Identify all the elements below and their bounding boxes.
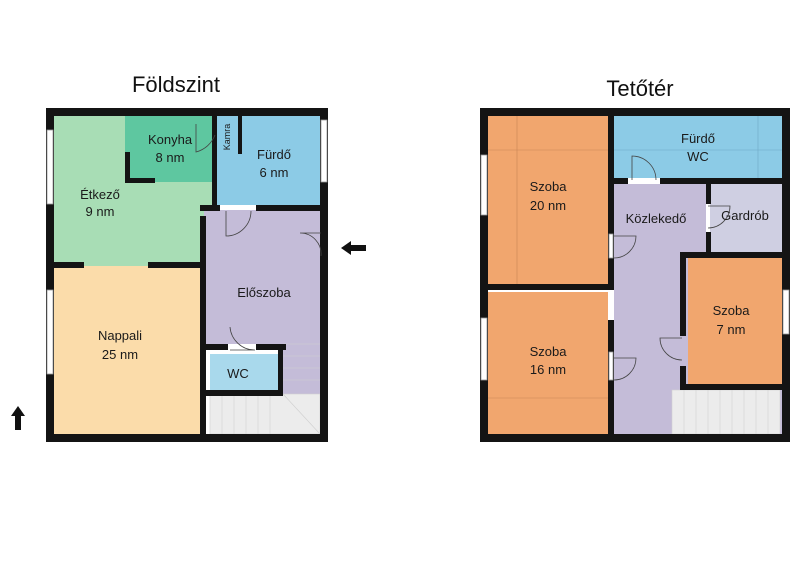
door-opening [608,233,614,259]
bedroom-3-name: Szoba [530,344,568,359]
hall-name: Előszoba [237,285,291,300]
living-room-area: 25 nm [102,347,138,362]
door [613,235,637,259]
attic-bathroom-fill[interactable] [614,116,782,178]
kitchen-area: 8 nm [156,150,185,165]
hall-fill[interactable] [204,210,320,344]
door [225,210,252,237]
attic-plan: Fürdő WC Szoba 20 nm Közlekedő Gardrób S… [480,108,790,442]
door [707,205,731,229]
ground-stairs [209,343,321,435]
wardrobe-name: Gardrób [721,208,769,223]
window [46,289,54,375]
corridor-name: Közlekedő [626,211,687,226]
wardrobe-fill[interactable] [710,184,782,252]
attic-title: Tetőtér [606,76,673,101]
ground-floor-title: Földszint [132,72,220,97]
bedroom-2-area: 7 nm [717,322,746,337]
arrow-up-icon [11,406,25,430]
door [229,326,256,351]
window [480,317,488,381]
pantry-name: Kamra [222,124,232,151]
entrance-door [299,232,322,257]
bedroom-3-fill[interactable] [488,292,608,434]
bathroom-name: Fürdő [257,147,291,162]
kitchen-name: Konyha [148,132,193,147]
wc-fill[interactable] [210,354,278,392]
door-opening [608,351,614,381]
dining-name: Étkező [80,187,120,202]
window [480,154,488,216]
door [195,124,216,153]
bedroom-1-fill[interactable] [488,116,608,286]
bathroom-fill[interactable] [216,116,320,205]
bedroom-1-name: Szoba [530,179,568,194]
door [631,155,657,181]
bedroom-1-area: 20 nm [530,198,566,213]
living-room-name: Nappali [98,328,142,343]
window [782,289,790,335]
window [46,129,54,205]
bedroom-3-area: 16 nm [530,362,566,377]
door [659,337,683,361]
attic-stairs [671,389,781,435]
living-room-fill[interactable] [54,266,204,434]
bathroom-area: 6 nm [260,165,289,180]
arrow-left-icon [341,241,366,255]
bedroom-2-name: Szoba [713,303,751,318]
ground-floor-plan: Konyha 8 nm Kamra Fürdő 6 nm Étkező 9 nm… [11,108,366,442]
bedroom-2-fill[interactable] [688,258,782,384]
window [320,119,328,183]
wc-name: WC [227,366,249,381]
door [613,357,637,381]
dining-area: 9 nm [86,204,115,219]
attic-bathroom-name: Fürdő [681,131,715,146]
kitchen-fill[interactable] [125,116,213,182]
attic-bathroom-sub: WC [687,149,709,164]
